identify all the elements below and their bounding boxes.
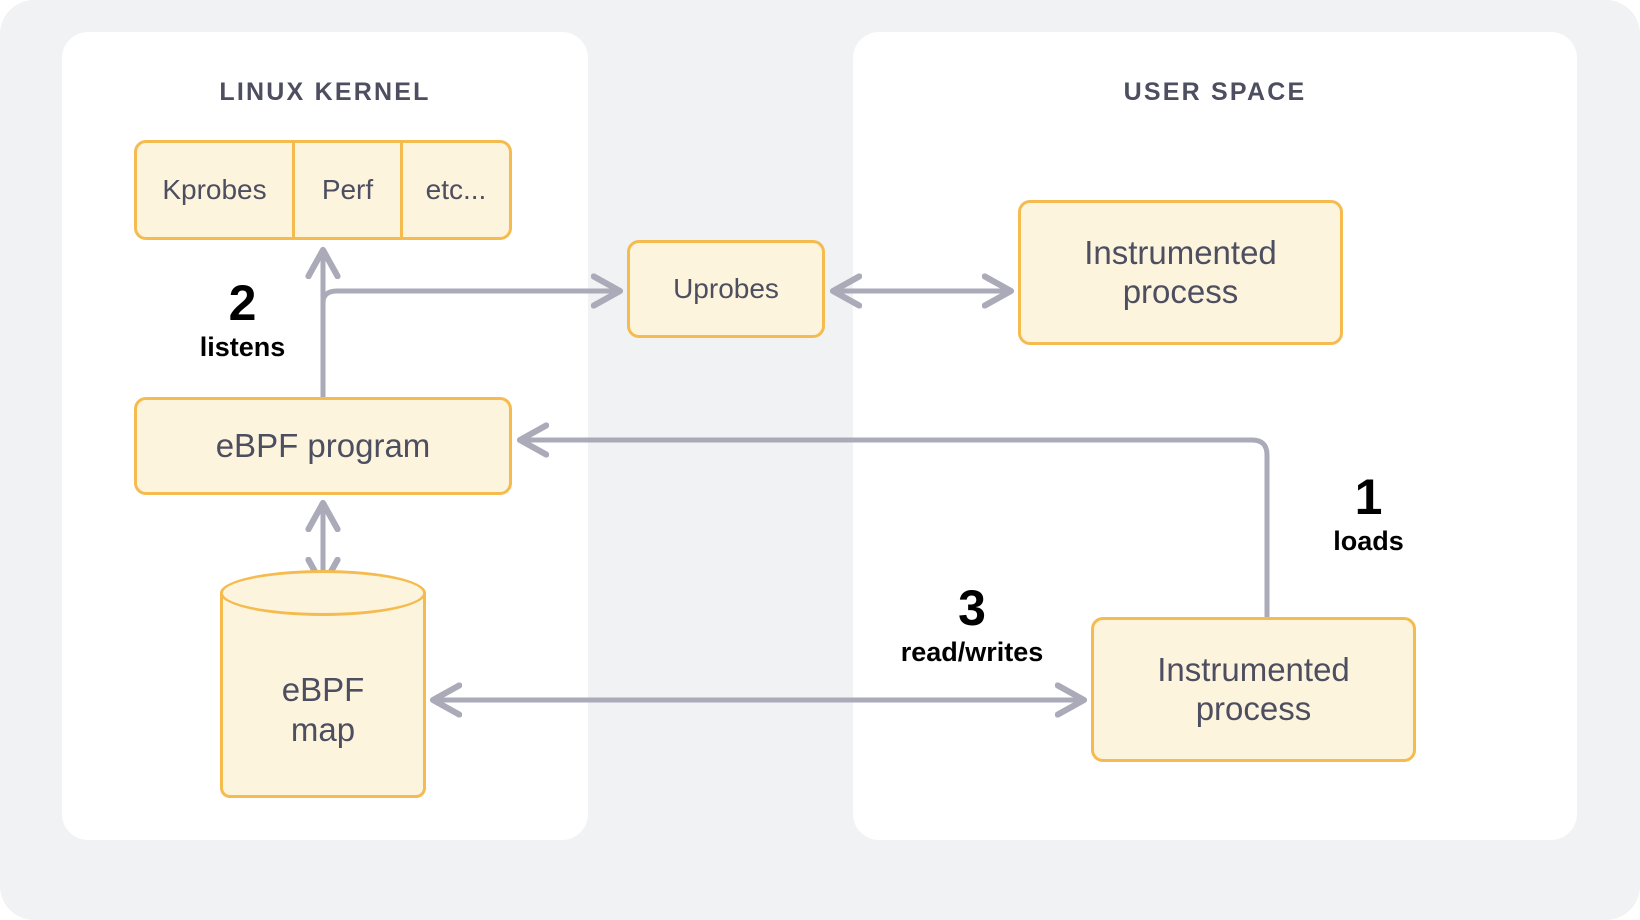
probe-cell-etc[interactable]: etc... [425,174,487,206]
node-instrumented-process-top-line2: process [1122,272,1239,310]
step-number-3: 3 [958,580,986,636]
probe-cell-perf[interactable]: Perf [295,143,403,237]
node-uprobes-label: Uprobes [673,273,779,305]
probes-group: Kprobes Perf etc... [134,140,512,240]
step-annotation-loads: 1 loads [1286,472,1451,557]
node-instrumented-process-top-line1: Instrumented [1084,233,1277,271]
node-instrumented-process-bottom-line1: Instrumented [1157,650,1350,688]
panel-title-linux-kernel: LINUX KERNEL [219,78,431,106]
node-ebpf-map-label-line1: eBPF [281,671,365,709]
panel-title-user-space: USER SPACE [1123,78,1307,106]
node-ebpf-map-label-line2: map [290,711,356,748]
node-ebpf-map[interactable]: eBPF map [220,570,426,798]
step-caption-loads: loads [1333,526,1404,556]
cylinder-top-ellipse [220,570,426,616]
node-instrumented-process-bottom[interactable]: Instrumented process [1091,617,1416,762]
probe-cell-kprobes[interactable]: Kprobes [137,143,295,237]
node-instrumented-process-bottom-line2: process [1195,689,1312,727]
node-instrumented-process-bottom-label: Instrumented process [1157,651,1350,729]
node-instrumented-process-top-label: Instrumented process [1084,234,1277,312]
step-caption-read-writes: read/writes [900,637,1044,667]
node-instrumented-process-top[interactable]: Instrumented process [1018,200,1343,345]
node-uprobes[interactable]: Uprobes [627,240,825,338]
step-number-1: 1 [1354,469,1383,525]
step-number-2: 2 [228,275,257,331]
step-annotation-read-writes: 3 read/writes [872,583,1072,668]
cylinder-body [220,592,426,798]
step-caption-listens: listens [199,332,286,362]
node-ebpf-program[interactable]: eBPF program [134,397,512,495]
node-ebpf-program-label: eBPF program [215,426,431,464]
step-annotation-listens: 2 listens [160,278,325,363]
node-ebpf-map-label: eBPF map [220,622,426,798]
